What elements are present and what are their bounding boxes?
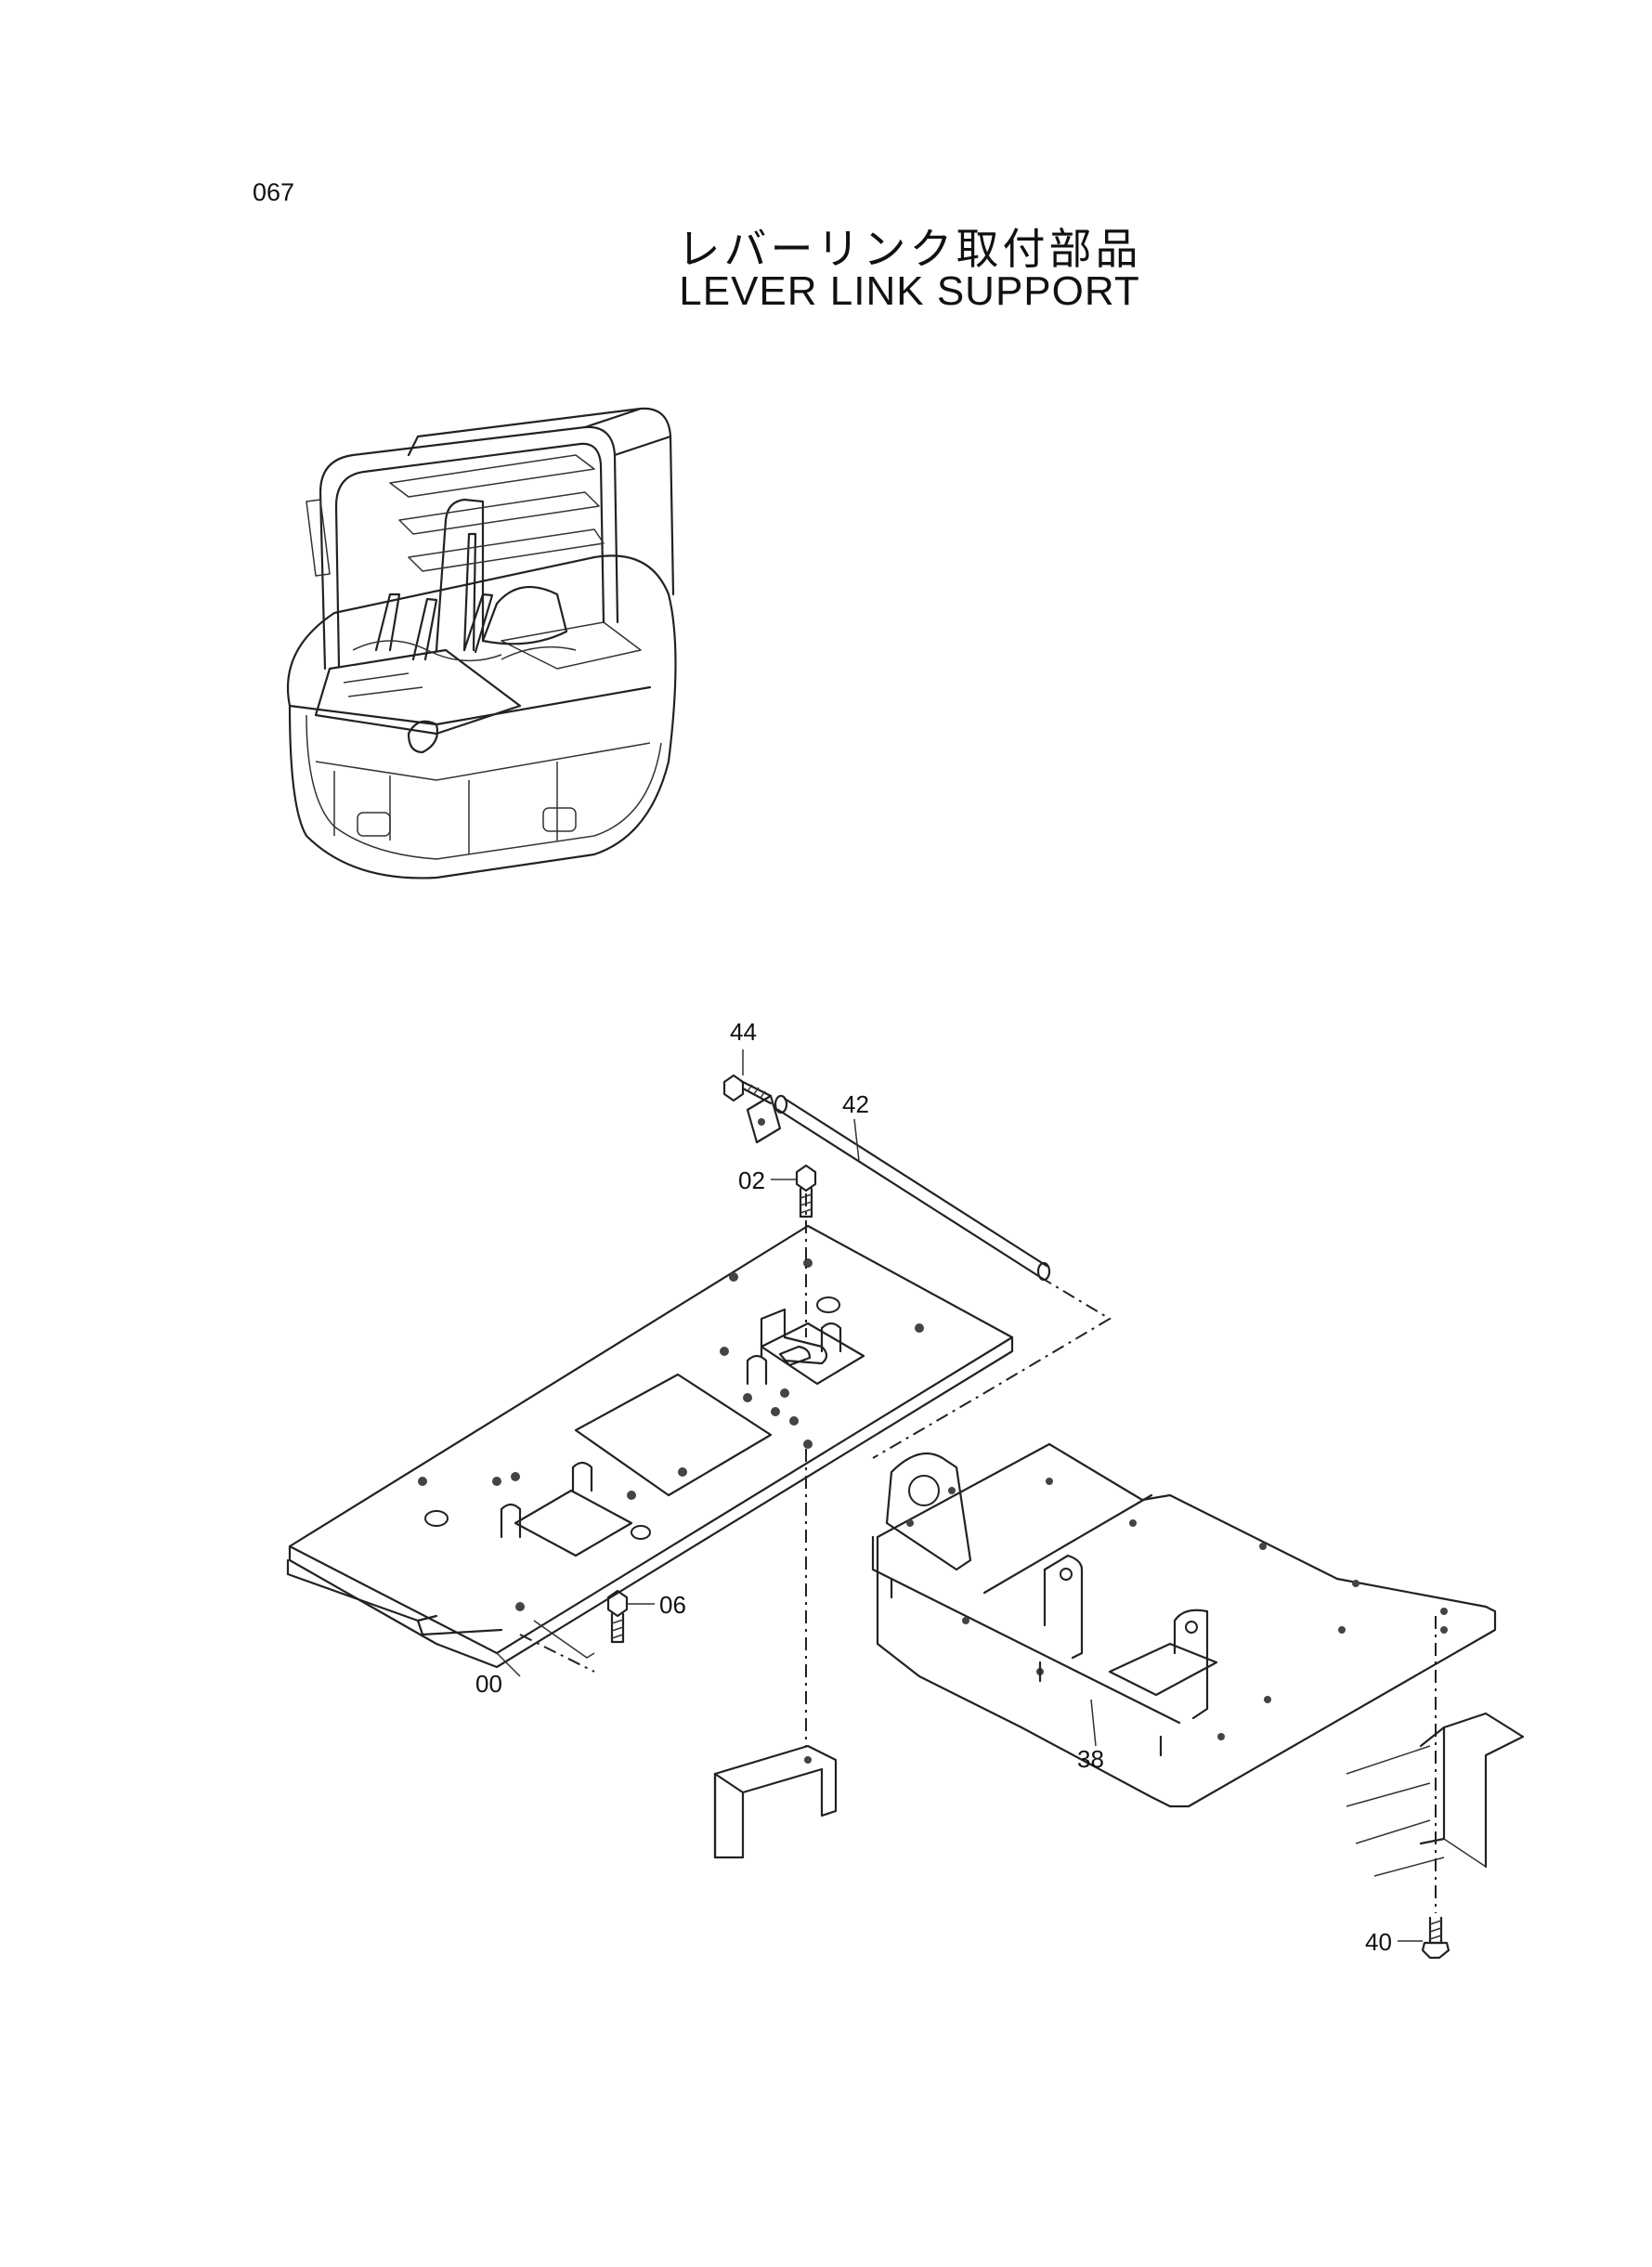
page-number: 067 <box>253 178 295 206</box>
lever-link-support-plate <box>286 1224 1014 1677</box>
bolt-40 <box>1398 1916 1450 1960</box>
callout-44: 44 <box>730 1018 757 1046</box>
lever-link-pin <box>746 1094 1051 1282</box>
callout-06: 06 <box>659 1591 686 1619</box>
lever-bracket-assembly <box>871 1442 1497 1808</box>
excavator-overview-illustration <box>286 407 677 879</box>
plate-pin-bracket <box>778 1345 812 1367</box>
bolt-44 <box>722 1049 773 1105</box>
callout-38: 38 <box>1077 1745 1104 1773</box>
floor-mount-bracket <box>1346 1712 1525 1877</box>
page-title-english: LEVER LINK SUPPORT <box>679 268 1140 314</box>
lower-bracket <box>713 1744 838 1859</box>
callout-42: 42 <box>842 1090 869 1118</box>
bolt-06 <box>606 1589 655 1644</box>
callout-40: 40 <box>1365 1928 1392 1956</box>
callout-00: 00 <box>475 1670 502 1698</box>
callout-02: 02 <box>738 1166 765 1194</box>
bolt-02 <box>771 1164 817 1218</box>
assembly-center-lines <box>519 1193 1437 1913</box>
page-title-japanese: レバーリンク取付部品 <box>677 225 1142 273</box>
